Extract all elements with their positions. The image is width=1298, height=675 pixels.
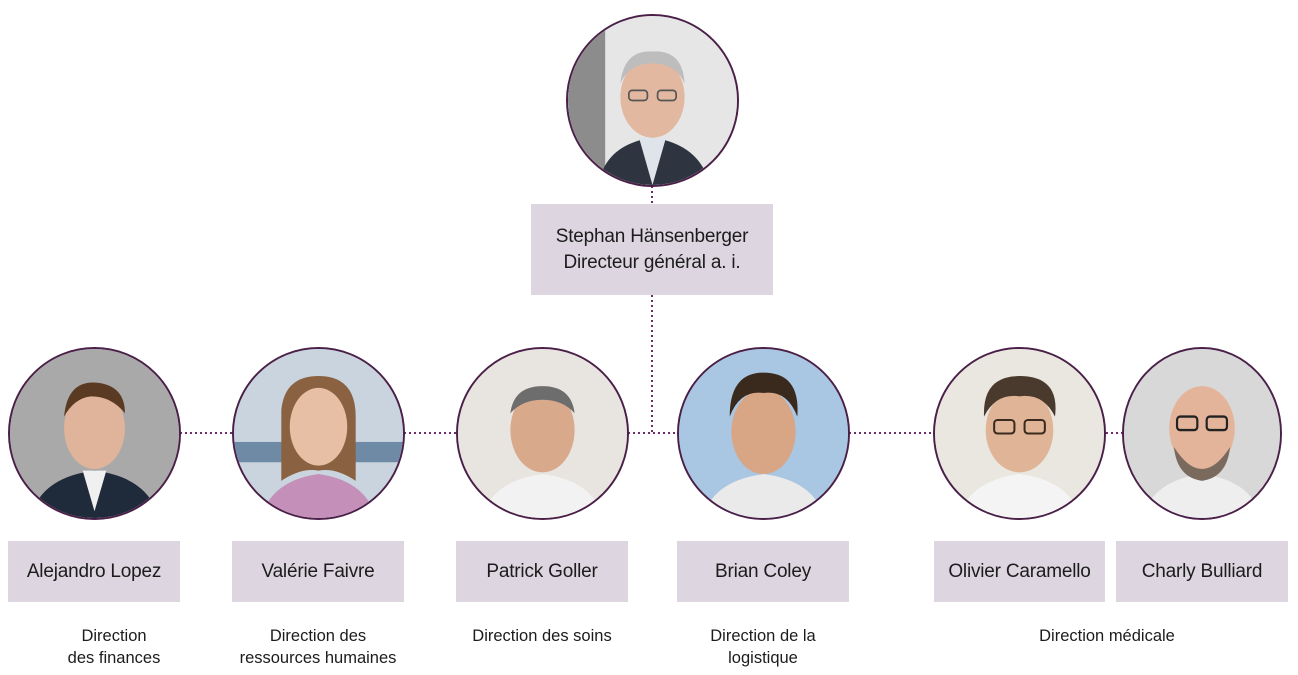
department-label-finances: Direction des finances xyxy=(8,625,220,669)
department-line: ressources humaines xyxy=(239,649,397,667)
member-photo-bulliard xyxy=(1122,347,1282,520)
member-name: Patrick Goller xyxy=(486,560,598,582)
member-name: Valérie Faivre xyxy=(261,560,375,582)
member-name-box-coley: Brian Coley xyxy=(677,541,849,602)
department-label-logistique: Direction de la logistique xyxy=(663,625,863,669)
member-photo-goller xyxy=(456,347,629,520)
member-name: Olivier Caramello xyxy=(948,560,1091,582)
department-label-rh: Direction des ressources humaines xyxy=(218,625,418,669)
department-line: Direction des soins xyxy=(472,627,612,645)
department-line: Direction des xyxy=(269,627,367,645)
department-label-medicale: Direction médicale xyxy=(1007,625,1207,647)
member-photo-coley xyxy=(677,347,850,520)
member-name-box-goller: Patrick Goller xyxy=(456,541,628,602)
department-line: Direction médicale xyxy=(1039,627,1175,645)
department-label-soins: Direction des soins xyxy=(442,625,642,647)
member-photo-faivre xyxy=(232,347,405,520)
member-name: Brian Coley xyxy=(714,560,811,582)
member-name-box-bulliard: Charly Bulliard xyxy=(1116,541,1288,602)
member-name-box-faivre: Valérie Faivre xyxy=(232,541,404,602)
department-line: Direction xyxy=(81,627,147,645)
ceo-photo xyxy=(566,14,739,187)
member-photo-caramello xyxy=(933,347,1106,520)
department-line: logistique xyxy=(728,649,798,667)
department-line: Direction de la xyxy=(710,627,816,645)
department-line: des finances xyxy=(67,649,161,667)
member-name: Charly Bulliard xyxy=(1141,560,1263,582)
member-name: Alejandro Lopez xyxy=(26,560,162,582)
member-photo-lopez xyxy=(8,347,181,520)
ceo-name-box: Stephan Hänsenberger Directeur général a… xyxy=(531,204,773,295)
member-name-box-lopez: Alejandro Lopez xyxy=(8,541,180,602)
ceo-name: Stephan Hänsenberger xyxy=(555,225,749,247)
member-name-box-caramello: Olivier Caramello xyxy=(934,541,1105,602)
ceo-title: Directeur général a. i. xyxy=(563,251,741,273)
